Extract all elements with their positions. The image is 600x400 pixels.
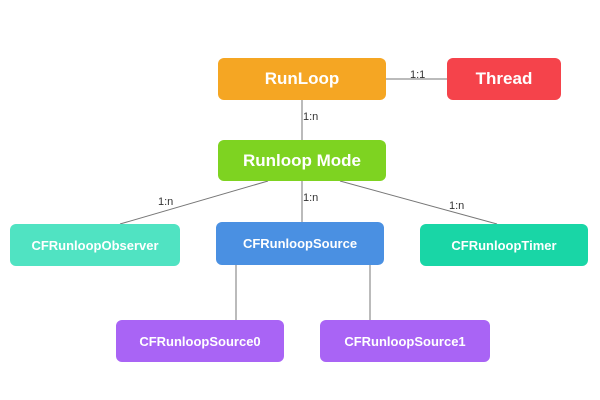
- edge-label-runloop-thread: 1:1: [410, 69, 426, 81]
- edge-label-mode-observer: 1:n: [158, 196, 174, 208]
- node-runloop[interactable]: RunLoop: [218, 58, 386, 100]
- node-cfrunloop-source0[interactable]: CFRunloopSource0: [116, 320, 284, 362]
- node-cfrunloop-timer[interactable]: CFRunloopTimer: [420, 224, 588, 266]
- line-mode-observer: [119, 180, 269, 225]
- node-cfrunloop-observer[interactable]: CFRunloopObserver: [10, 224, 180, 266]
- node-cfrunloop-source1[interactable]: CFRunloopSource1: [320, 320, 490, 362]
- node-thread[interactable]: Thread: [447, 58, 561, 100]
- node-cfrunloop-source[interactable]: CFRunloopSource: [216, 222, 384, 265]
- line-mode-timer: [339, 180, 498, 225]
- edge-label-runloop-mode: 1:n: [303, 111, 319, 123]
- node-runloop-mode[interactable]: Runloop Mode: [218, 140, 386, 181]
- edge-label-mode-timer: 1:n: [449, 200, 465, 212]
- edge-label-mode-source: 1:n: [303, 192, 319, 204]
